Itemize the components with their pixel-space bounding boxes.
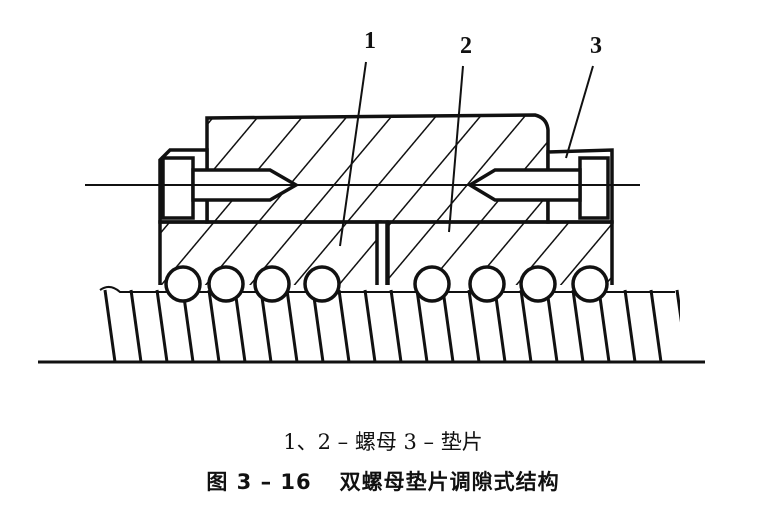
ball (253, 265, 291, 303)
figure-number: 图 3 – 16 (206, 470, 312, 494)
thread-line (467, 289, 481, 362)
thread-line (103, 289, 117, 362)
thread-line (441, 289, 455, 362)
figure-title: 双螺母垫片调隙式结构 (339, 470, 560, 494)
ball (164, 265, 202, 303)
thread-line (363, 289, 377, 362)
thread-line (285, 289, 299, 362)
ball (207, 265, 245, 303)
thread-line (129, 289, 143, 362)
thread-line (155, 289, 169, 362)
label-1: 1 (364, 28, 376, 54)
thread-line (649, 289, 663, 362)
leader-3 (565, 65, 594, 159)
thread-line (571, 289, 585, 362)
figure-caption: 图 3 – 16 双螺母垫片调隙式结构 (0, 466, 766, 496)
thread-line (233, 289, 247, 362)
thread-line (545, 289, 559, 362)
label-2: 2 (460, 33, 472, 59)
thread-line (675, 289, 680, 323)
legend-caption: 1、2 – 螺母 3 – 垫片 (283, 430, 483, 454)
thread-line (623, 289, 637, 362)
leader-2 (448, 65, 464, 233)
left-bolt-head (161, 156, 195, 220)
ball (519, 265, 557, 303)
thread-line (415, 289, 429, 362)
thread-line (519, 289, 533, 362)
thread-line (493, 289, 507, 362)
shaft-top-profile (99, 286, 675, 293)
thread-line (337, 289, 351, 362)
thread-line (597, 289, 611, 362)
ball (413, 265, 451, 303)
thread-line (389, 289, 403, 362)
ball (571, 265, 609, 303)
key-pin (375, 220, 389, 294)
thread-line (311, 289, 325, 362)
leader-1 (339, 61, 367, 247)
label-3: 3 (590, 33, 602, 59)
ball (468, 265, 506, 303)
ball (303, 265, 341, 303)
right-bolt-head (578, 156, 610, 220)
thread-line (207, 289, 221, 362)
thread-line (259, 289, 273, 362)
